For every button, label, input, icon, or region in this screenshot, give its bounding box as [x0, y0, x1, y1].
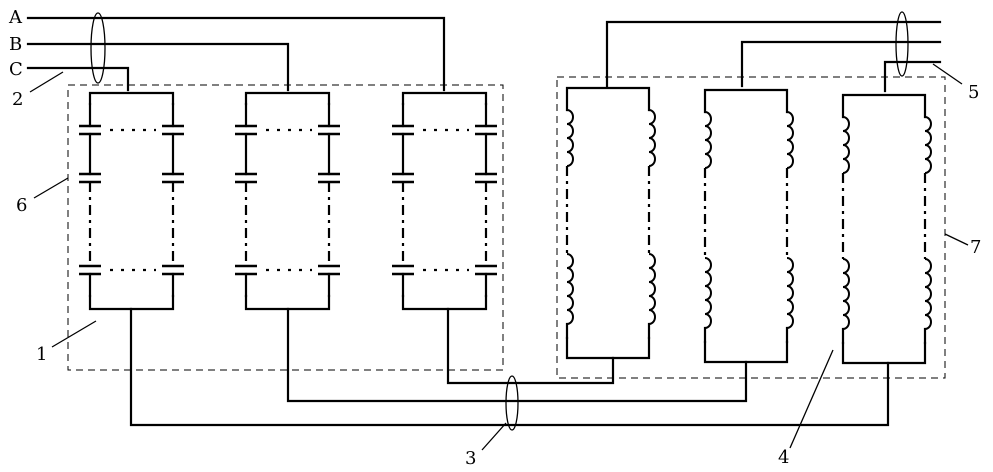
- reactor-enclosure: [556, 76, 946, 379]
- ref-label-1: 1: [36, 344, 47, 365]
- capacitor-enclosure: [67, 84, 504, 371]
- leader-lines: [29, 63, 969, 451]
- capacitor-bank-2: [235, 91, 340, 311]
- cable-bundle-marker-right: [895, 11, 909, 77]
- neutral-lines: [129, 307, 890, 427]
- phase-label-c: C: [9, 59, 23, 80]
- reactor-3: [841, 93, 932, 365]
- reactor-1: [565, 86, 656, 360]
- ref-label-4: 4: [778, 447, 789, 468]
- capacitor-bank-1: [79, 91, 184, 311]
- ref-label-7: 7: [970, 237, 981, 258]
- phase-lines-right: [605, 20, 942, 93]
- cable-bundle-marker-left: [90, 12, 106, 84]
- ref-label-3: 3: [465, 448, 476, 469]
- phase-label-a: A: [8, 7, 23, 28]
- phase-lines-left: [26, 16, 446, 92]
- capacitor-bank-3: [392, 91, 497, 311]
- cable-bundle-marker-bottom: [505, 375, 519, 431]
- ref-label-6: 6: [16, 195, 27, 216]
- reactor-2: [703, 88, 794, 364]
- phase-label-b: B: [9, 34, 22, 55]
- ref-label-5: 5: [968, 82, 979, 103]
- ref-label-2: 2: [12, 89, 23, 110]
